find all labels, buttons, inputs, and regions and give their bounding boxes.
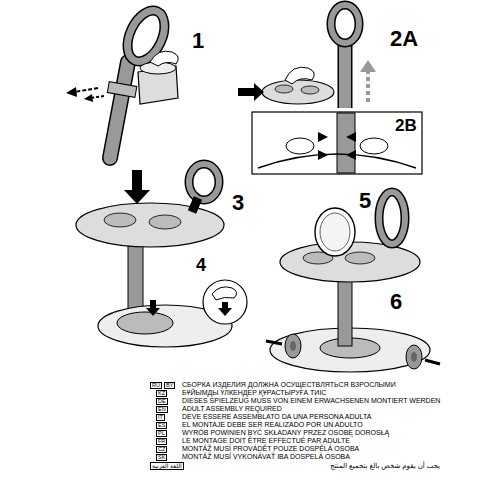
language-code-box: CZ <box>156 446 167 454</box>
language-code-box: SK <box>156 454 167 462</box>
language-code-box: BY <box>164 382 175 390</box>
language-code-box: ES <box>156 422 167 430</box>
code-text: FR <box>158 438 165 444</box>
callout-number: 5 <box>359 190 371 212</box>
warning-text: MONTÁŽ MUSÍ VYKONÁVAŤ IBA DOSPELÁ OSOBA <box>182 453 350 460</box>
warning-text: БҰЙЫМДЫ ҮЛКЕНДЕР ҚҰРАСТЫРУҒА ТИІС <box>182 389 326 396</box>
language-code-box: PL <box>156 430 167 438</box>
warning-text: EL MONTAJE DEBE SER REALIZADO POR UN ADU… <box>182 421 363 428</box>
step-5-figure <box>266 192 440 372</box>
language-code-box: KZ <box>156 390 167 398</box>
callout-number: 2A <box>390 28 418 50</box>
code-text: BY <box>166 382 173 388</box>
warning-text: LE MONTAGE DOIT ÊTRE EFFECTUÉ PAR ADULTE <box>182 437 350 444</box>
warning-text: DIESES SPIELZEUG MUSS VON EINEM ERWACHSE… <box>182 397 440 404</box>
callout-number: 6 <box>390 291 402 313</box>
callout-number: 1 <box>192 30 204 52</box>
code-text: IT <box>158 414 163 420</box>
language-box: اللغة العربية <box>150 462 184 470</box>
step-2b-inset <box>252 112 422 174</box>
language-code-box: DE <box>156 398 168 406</box>
warning-text: DEVE ESSERE ASSEMBLATO DA UNA PERSONA AD… <box>182 413 371 420</box>
warning-text: WYRÓB POWINIEN BYĆ SKŁADANY PRZEZ OSOBĘ … <box>182 429 389 436</box>
language-code-box: EN <box>156 406 168 414</box>
code-text: ES <box>158 422 165 428</box>
code-text: اللغة العربية <box>152 463 182 469</box>
language-code-box: IT <box>156 414 165 422</box>
code-text: CZ <box>158 446 165 452</box>
callout-number: 4 <box>196 256 206 274</box>
code-text: SK <box>158 454 165 460</box>
code-text: EN <box>158 406 166 412</box>
warning-text: СБОРКА ИЗДЕЛИЯ ДОЛЖНА ОСУЩЕСТВЛЯТЬСЯ ВЗР… <box>182 381 396 388</box>
warning-text: يجب أن يقوم شخص بالغ بتجميع المنتج <box>330 462 440 469</box>
code-text: PL <box>158 430 165 436</box>
warning-text: MONTÁŽ MUSÍ PROVÁDĚT POUZE DOSPĚLÁ OSOBA <box>182 445 359 452</box>
code-text: DE <box>158 398 166 404</box>
step-1-figure <box>66 5 178 158</box>
callout-number: 3 <box>232 192 244 214</box>
code-text: KZ <box>158 390 165 396</box>
language-code-box: FR <box>156 438 167 446</box>
step-4-inset <box>203 280 247 324</box>
warning-text: ADULT ASSEMBLY REQUIRED <box>182 405 282 412</box>
code-text: RU <box>152 382 160 388</box>
callout-number: 2B <box>395 117 417 134</box>
step-2a-figure <box>238 5 376 108</box>
step-3-figure <box>76 164 232 347</box>
language-code-box: RU <box>150 382 162 390</box>
